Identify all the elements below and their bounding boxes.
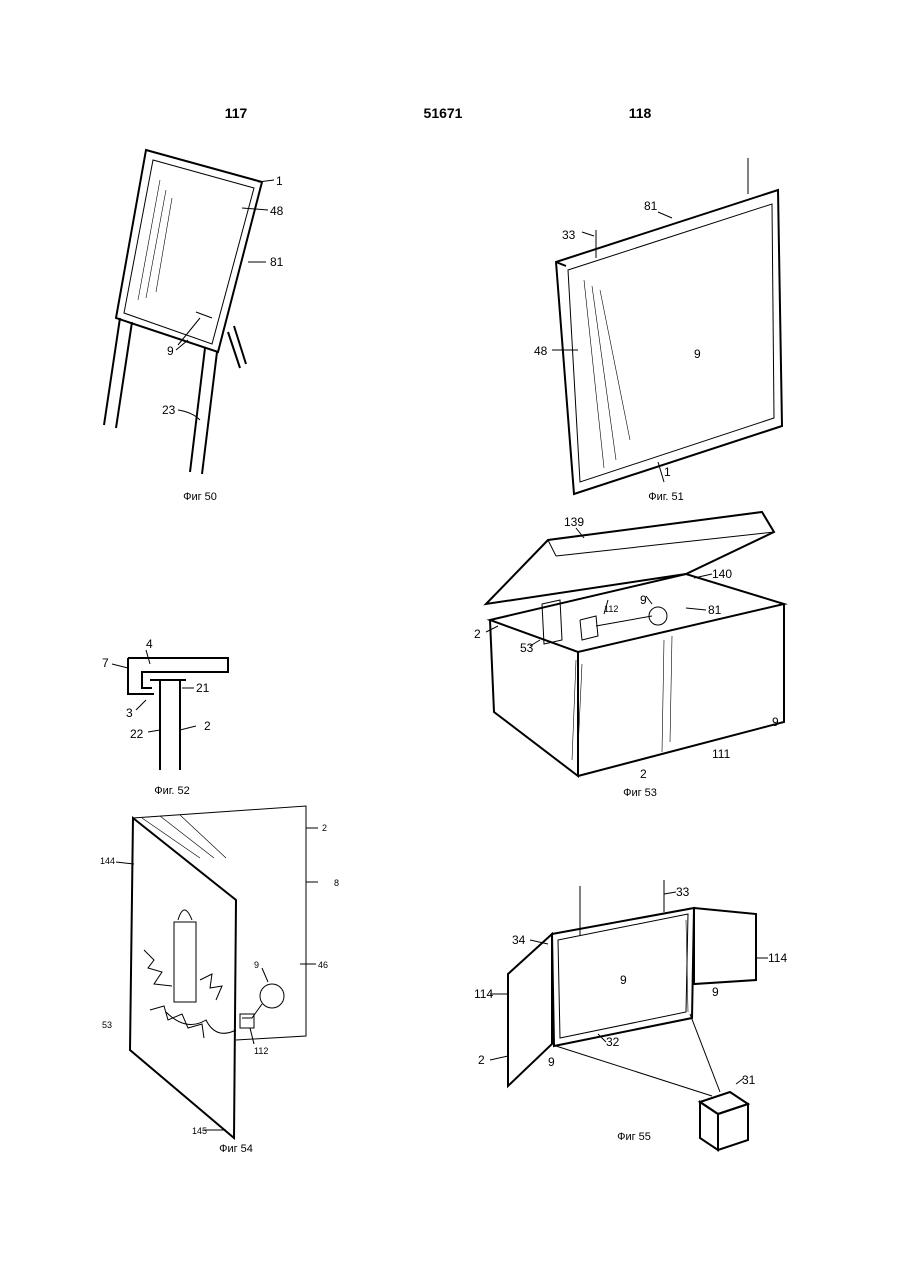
fig55-label-34: 34 (512, 933, 526, 947)
patent-number: 51671 (424, 105, 463, 121)
fig55-label-9-center: 9 (620, 973, 627, 987)
fig55-label-9-right: 9 (712, 985, 719, 999)
fig52-label-22: 22 (130, 727, 144, 741)
left-page-number: 117 (225, 105, 248, 121)
figure-51: 81 33 48 9 1 Фиг. 51 (534, 158, 782, 503)
figure-55: 33 34 114 114 9 9 9 32 2 31 Фиг 55 (474, 880, 787, 1150)
fig50-label-81: 81 (270, 255, 284, 269)
figure-53: 139 140 112 9 81 2 53 9 2 111 Фиг 53 (474, 512, 784, 799)
fig51-label-33: 33 (562, 228, 576, 242)
fig55-label-32: 32 (606, 1035, 620, 1049)
fig53-label-2-bottom: 2 (640, 767, 647, 781)
fig55-label-2: 2 (478, 1053, 485, 1067)
fig54-label-2: 2 (322, 823, 327, 833)
fig55-label-31: 31 (742, 1073, 756, 1087)
fig50-label-9: 9 (167, 344, 174, 358)
fig52-label-2: 2 (204, 719, 211, 733)
fig52-label-4: 4 (146, 637, 153, 651)
fig51-label-9: 9 (694, 347, 701, 361)
fig54-label-53: 53 (102, 1020, 112, 1030)
fig53-label-81: 81 (708, 603, 722, 617)
fig53-caption: Фиг 53 (623, 787, 657, 799)
fig51-label-1: 1 (664, 465, 671, 479)
figure-52: 7 4 21 3 22 2 Фиг. 52 (102, 637, 228, 797)
fig55-label-9-left: 9 (548, 1055, 555, 1069)
figure-54: 2 144 8 46 9 53 112 145 Фиг 54 (100, 806, 339, 1155)
fig53-label-53: 53 (520, 641, 534, 655)
fig55-label-114-right: 114 (768, 951, 787, 965)
fig51-label-48: 48 (534, 344, 548, 358)
fig50-label-48: 48 (270, 204, 284, 218)
fig52-label-21: 21 (196, 681, 210, 695)
fig54-label-9: 9 (254, 960, 259, 970)
fig53-label-2-left: 2 (474, 627, 481, 641)
fig50-label-23: 23 (162, 403, 176, 417)
fig54-label-144: 144 (100, 856, 115, 866)
fig53-label-112: 112 (604, 604, 618, 614)
fig53-label-9-top: 9 (640, 593, 647, 607)
fig50-label-1: 1 (276, 174, 283, 188)
fig54-label-112: 112 (254, 1046, 268, 1056)
fig54-label-46: 46 (318, 960, 328, 970)
fig50-caption: Фиг 50 (183, 491, 217, 503)
fig54-label-8: 8 (334, 878, 339, 888)
fig51-label-81: 81 (644, 199, 658, 213)
fig53-label-139: 139 (564, 515, 584, 529)
fig52-label-3: 3 (126, 706, 133, 720)
fig53-label-9-side: 9 (772, 715, 779, 729)
fig52-label-7: 7 (102, 656, 109, 670)
figure-50: 1 48 81 9 23 Фиг 50 (104, 150, 284, 503)
fig53-label-111: 111 (712, 747, 731, 761)
fig55-label-114-left: 114 (474, 987, 493, 1001)
fig54-label-145: 145 (192, 1126, 207, 1136)
right-page-number: 118 (629, 105, 652, 121)
fig55-label-33: 33 (676, 885, 690, 899)
fig54-caption: Фиг 54 (219, 1143, 253, 1155)
fig55-caption: Фиг 55 (617, 1131, 651, 1143)
fig53-label-140: 140 (712, 567, 732, 581)
fig52-caption: Фиг. 52 (154, 785, 190, 797)
fig51-caption: Фиг. 51 (648, 491, 684, 503)
